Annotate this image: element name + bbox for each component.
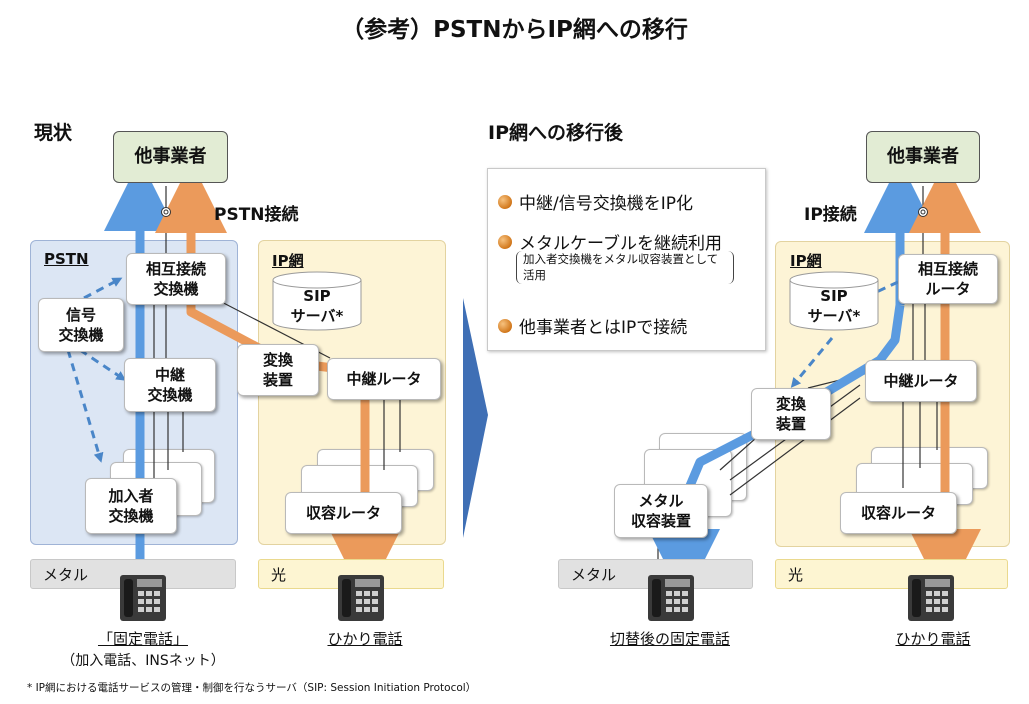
left-sip-server: SIP サーバ* — [290, 286, 344, 325]
relay-exchange: 中継 交換機 — [124, 358, 216, 412]
telephone-icon — [648, 575, 694, 621]
signal-exchange: 信号 交換機 — [38, 298, 124, 352]
right-ip-label: IP網 — [790, 252, 822, 270]
legend-item-2: メタルケーブルを継続利用 — [498, 229, 722, 254]
after-migration-heading: IP網への移行後 — [488, 122, 623, 144]
left-access-router: 収容ルータ — [285, 492, 402, 534]
caption-fixed-phone: 「固定電話」 — [97, 630, 188, 648]
bullet-dot-icon — [498, 318, 512, 333]
left-operator-box: 他事業者 — [113, 131, 228, 183]
legend-item-1: 中継/信号交換機をIP化 — [498, 189, 693, 214]
telephone-icon — [120, 575, 166, 621]
subscriber-exchange: 加入者 交換機 — [85, 478, 177, 534]
pstn-connection-label: PSTN接続 — [214, 205, 299, 225]
right-operator-box: 他事業者 — [866, 131, 980, 183]
left-ip-label: IP網 — [272, 252, 304, 270]
caption-fixed-phone-sub: （加入電話、INSネット） — [61, 653, 225, 669]
caption-hikari-left: ひかり電話 — [327, 630, 403, 648]
right-converter: 変換 装置 — [751, 388, 831, 440]
bullet-dot-icon — [498, 194, 512, 209]
telephone-icon — [338, 575, 384, 621]
interconnect-point-icon — [161, 207, 928, 217]
cylinder-database-icon — [272, 271, 879, 331]
legend-item-3: 他事業者とはIPで接続 — [498, 313, 687, 338]
legend-box: 中継/信号交換機をIP化 メタルケーブルを継続利用 加入者交換機をメタル収容装置… — [487, 168, 766, 351]
footnote: * IP網における電話サービスの管理・制御を行なうサーバ（SIP: Sessio… — [27, 682, 477, 694]
telephone-icon — [908, 575, 954, 621]
pstn-label: PSTN — [44, 250, 89, 268]
caption-switched-fixed-phone: 切替後の固定電話 — [609, 630, 730, 648]
right-access-router: 収容ルータ — [840, 492, 957, 534]
left-relay-router: 中継ルータ — [327, 358, 441, 400]
transition-arrow — [463, 298, 488, 538]
page-title: （参考）PSTNからIP網への移行 — [341, 17, 688, 43]
right-light-strip: 光 — [775, 559, 1008, 589]
interconnect-router: 相互接続 ルータ — [898, 254, 998, 304]
left-converter: 変換 装置 — [237, 344, 319, 396]
metal-access-device: メタル 収容装置 — [614, 484, 708, 538]
bullet-dot-icon — [498, 234, 512, 249]
legend-item-2-note: 加入者交換機をメタル収容装置として活用 — [516, 251, 734, 285]
ip-connection-label: IP接続 — [804, 205, 857, 225]
current-heading: 現状 — [34, 122, 73, 144]
right-relay-router: 中継ルータ — [865, 360, 977, 402]
interconnect-exchange: 相互接続 交換機 — [126, 253, 226, 305]
right-dashed-arrows — [790, 280, 899, 388]
right-sip-server: SIP サーバ* — [807, 286, 861, 325]
caption-hikari-right: ひかり電話 — [895, 630, 971, 648]
left-dashed-arrows — [66, 277, 127, 463]
